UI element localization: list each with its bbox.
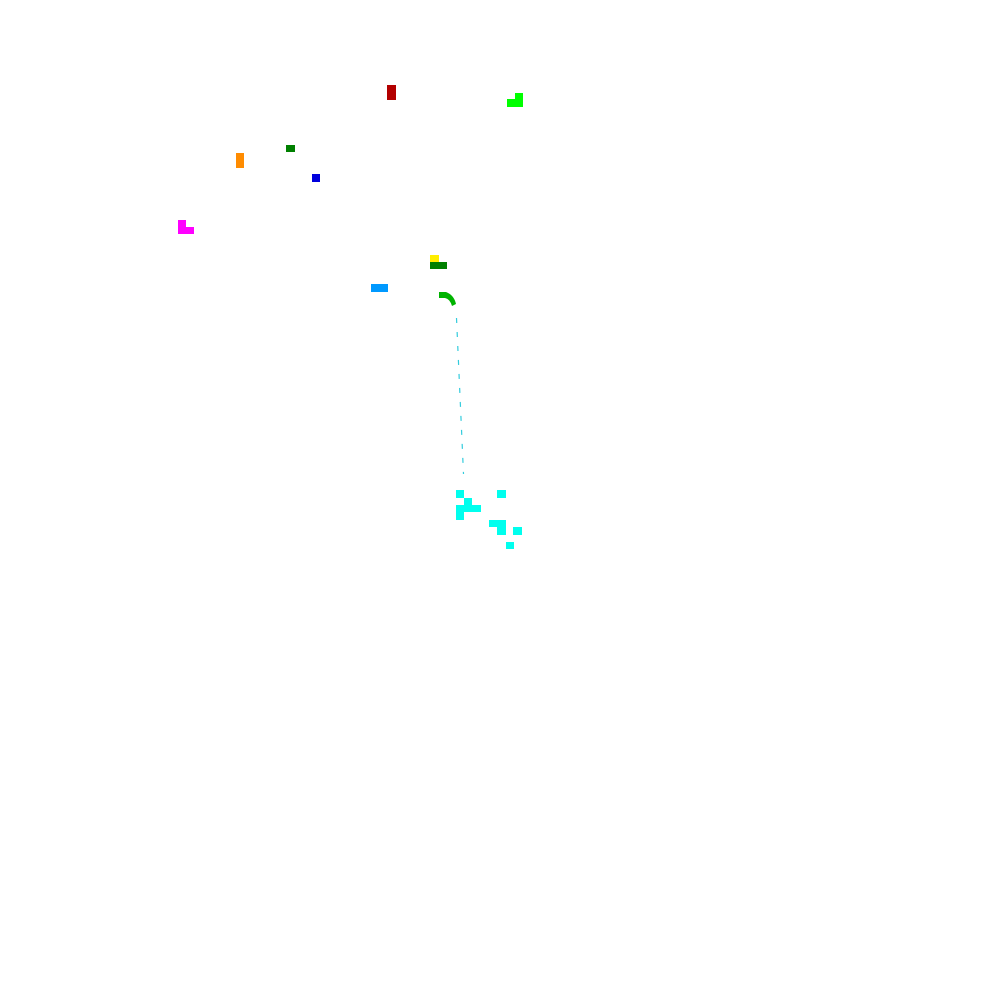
blue-piece-block bbox=[312, 174, 320, 182]
cyan-particle-cluster bbox=[456, 490, 522, 549]
cyan-particle bbox=[513, 527, 522, 535]
cyan-particle bbox=[497, 527, 506, 535]
green-piece bbox=[286, 145, 295, 152]
magenta-piece-block bbox=[178, 227, 194, 234]
yellow-piece bbox=[430, 255, 439, 263]
cyan-particle bbox=[456, 490, 464, 498]
green-arc-piece bbox=[439, 292, 456, 306]
dark-green-bar bbox=[430, 262, 447, 269]
cluster-layer bbox=[456, 490, 522, 549]
magenta-piece bbox=[178, 220, 194, 234]
red-piece bbox=[387, 85, 396, 100]
lime-piece-block bbox=[507, 99, 523, 107]
cyan-dotted-trail bbox=[455, 317, 465, 475]
yellow-piece-block bbox=[430, 255, 439, 263]
lime-piece bbox=[507, 93, 523, 107]
orange-piece bbox=[236, 153, 244, 168]
green-piece-block bbox=[286, 145, 295, 152]
red-piece-block bbox=[387, 85, 396, 100]
sky-blue-piece-block bbox=[371, 284, 388, 292]
orange-piece-block bbox=[236, 153, 244, 168]
sky-blue-piece bbox=[371, 284, 388, 292]
cyan-particle bbox=[497, 490, 506, 498]
cyan-particle bbox=[464, 498, 472, 505]
pieces-layer bbox=[178, 85, 523, 306]
cyan-particle bbox=[456, 505, 481, 512]
dark-green-bar-block bbox=[430, 262, 447, 269]
cyan-particle bbox=[456, 512, 464, 520]
cyan-particle bbox=[506, 542, 514, 549]
cyan-particle bbox=[489, 520, 506, 527]
blue-piece bbox=[312, 174, 320, 182]
lime-piece-block bbox=[515, 93, 523, 99]
trail-layer bbox=[455, 317, 465, 475]
green-arc-segment bbox=[439, 292, 456, 306]
